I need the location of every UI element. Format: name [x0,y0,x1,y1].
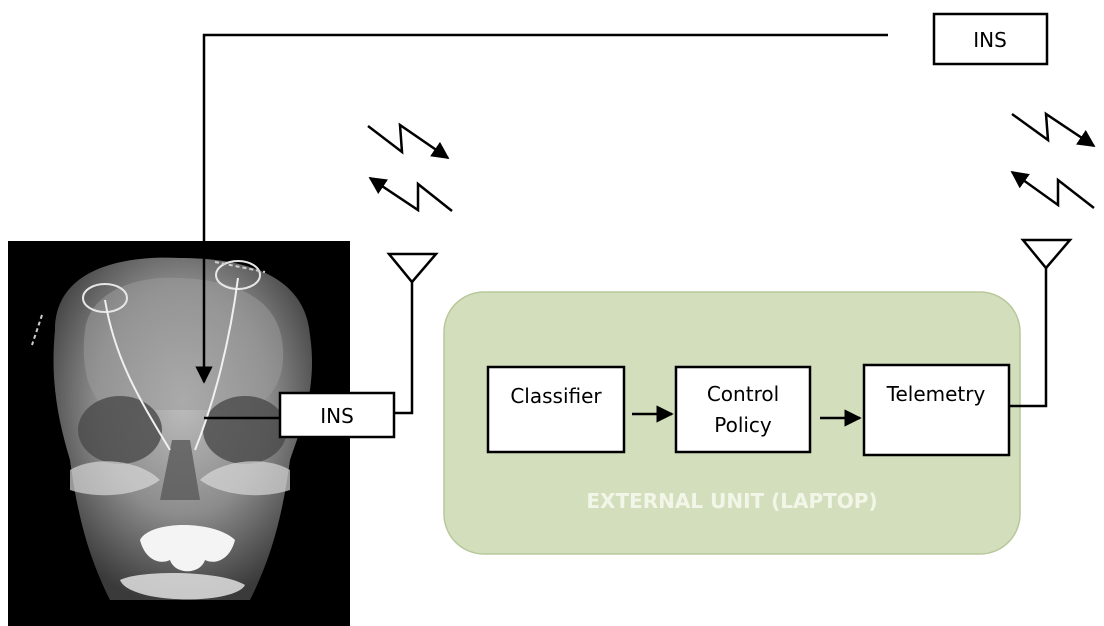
classifier-label: Classifier [510,384,602,408]
ins-top-box: INS [932,12,1049,66]
wireless-signal-icon [367,122,453,213]
wireless-signal-icon [1010,111,1096,209]
ins-top-label: INS [973,28,1007,52]
control-policy-label-line1: Control [707,382,779,406]
control-policy-box: Control Policy [674,365,812,454]
ins-bottom-label: INS [320,404,354,428]
telemetry-antenna-wire [1009,268,1048,408]
lead-wire-top-ins [195,33,888,384]
antenna-icon [386,252,439,284]
control-policy-label-line2: Policy [714,413,772,437]
classifier-box: Classifier [486,365,626,454]
ins-bottom-box: INS [278,391,396,439]
ins-antenna-wire-left [394,282,414,415]
external-unit-label: EXTERNAL UNIT (LAPTOP) [586,489,877,513]
telemetry-box: Telemetry [862,363,1011,457]
xray-skull-image [8,241,350,626]
antenna-icon [1020,238,1073,270]
telemetry-label: Telemetry [886,382,986,406]
